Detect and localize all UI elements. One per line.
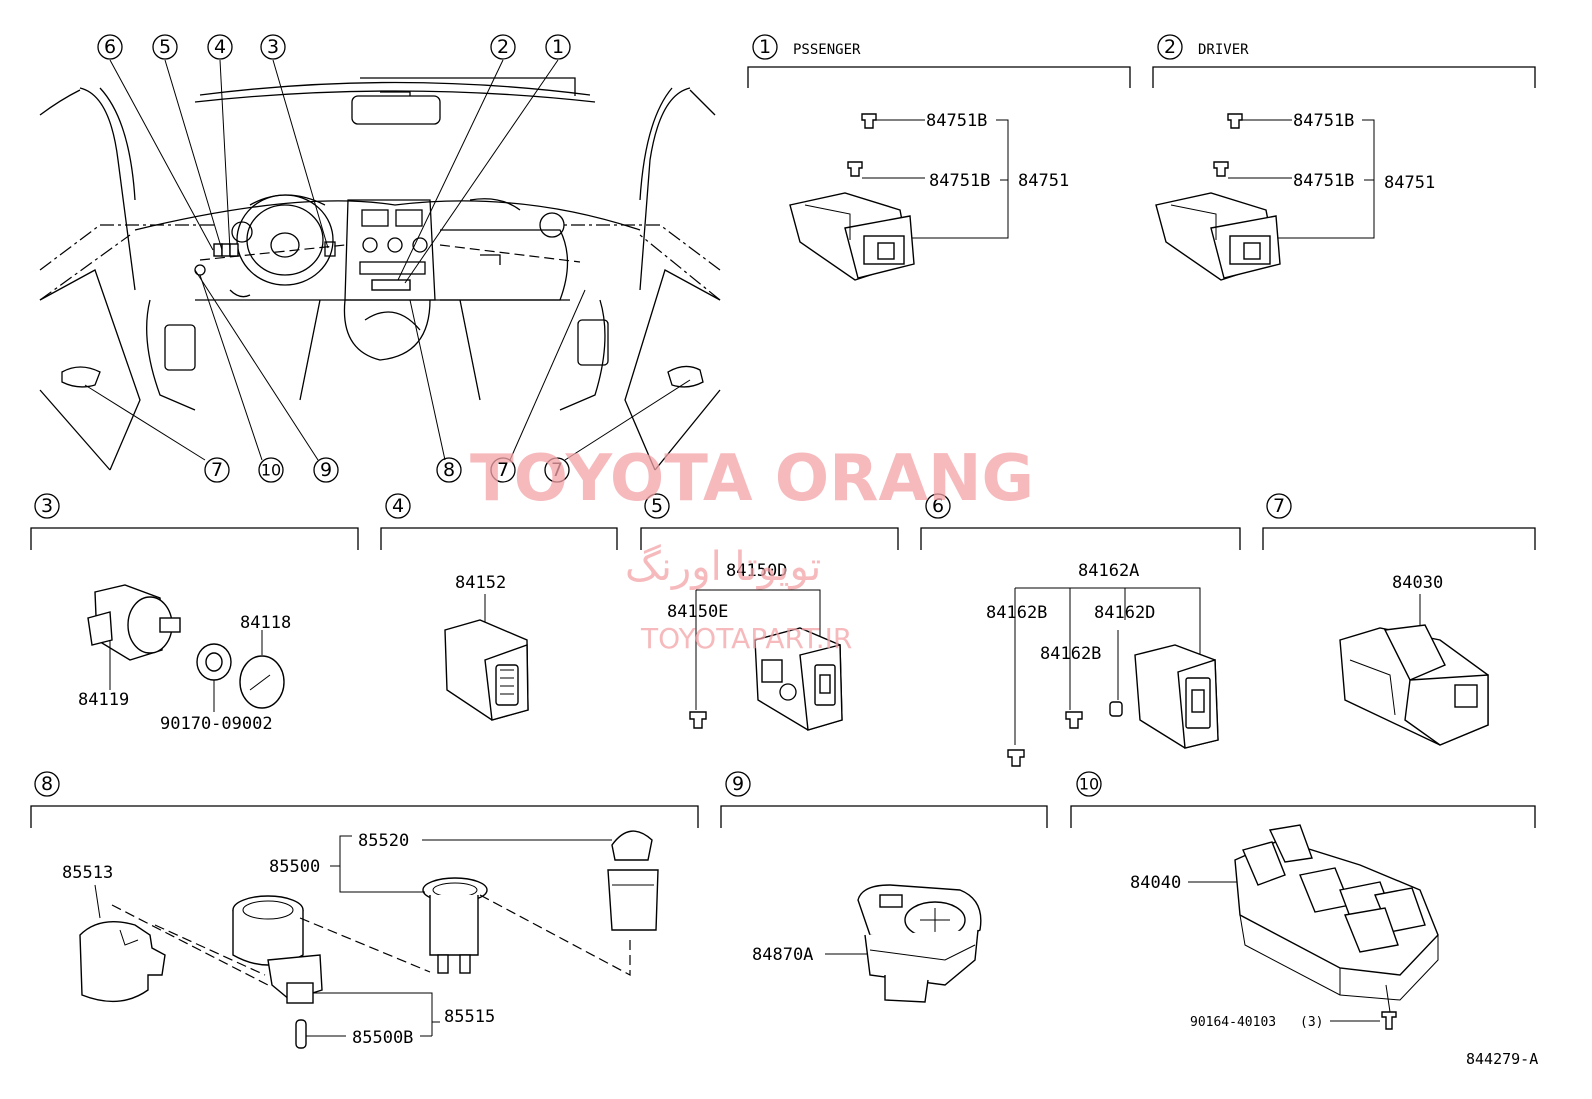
svg-text:84751: 84751	[1018, 171, 1069, 191]
interior-overview	[39, 59, 721, 471]
svg-text:(3): (3)	[1300, 1015, 1323, 1030]
svg-text:85513: 85513	[62, 863, 113, 883]
callout-6: 6	[97, 34, 123, 60]
svg-text:1: 1	[552, 36, 564, 58]
svg-text:DRIVER: DRIVER	[1198, 42, 1249, 58]
svg-text:10: 10	[261, 461, 281, 480]
callout-9: 9	[313, 457, 339, 483]
svg-text:PSSENGER: PSSENGER	[793, 42, 861, 58]
section-7: 7 84030	[1262, 493, 1536, 746]
svg-text:9: 9	[732, 773, 744, 795]
callout-1: 1	[545, 34, 571, 60]
svg-text:9: 9	[320, 459, 332, 481]
svg-text:84152: 84152	[455, 573, 506, 593]
callout-5: 5	[152, 34, 178, 60]
svg-text:85500: 85500	[269, 857, 320, 877]
overview-callouts: 6 5 4 3 2 1 7 10 9 8 7 7	[97, 34, 571, 483]
svg-text:90164-40103: 90164-40103	[1190, 1015, 1276, 1030]
svg-text:84030: 84030	[1392, 573, 1443, 593]
callout-8: 8	[436, 457, 462, 483]
callout-10: 10	[258, 457, 284, 483]
svg-text:85515: 85515	[444, 1007, 495, 1027]
callout-3: 3	[260, 34, 286, 60]
svg-text:تویوتا اورنگ: تویوتا اورنگ	[625, 544, 821, 590]
svg-text:84162D: 84162D	[1094, 603, 1155, 623]
svg-text:8: 8	[41, 773, 53, 795]
svg-text:4: 4	[214, 36, 226, 58]
watermark: TOYOTA ORANG تویوتا اورنگ TOYOTAPART.IR	[470, 442, 1034, 655]
svg-text:7: 7	[1273, 495, 1285, 517]
section-8: 8 85513 85520 85500	[30, 771, 699, 1049]
section-10: 10 84040 90164-40103 (3)	[1070, 771, 1536, 1030]
svg-text:7: 7	[211, 459, 223, 481]
svg-text:3: 3	[41, 495, 53, 517]
section-2-driver: 2 DRIVER 84751B 84751B 84751	[1152, 34, 1536, 281]
svg-text:84119: 84119	[78, 690, 129, 710]
svg-text:5: 5	[651, 495, 663, 517]
svg-text:84040: 84040	[1130, 873, 1181, 893]
svg-text:7: 7	[497, 459, 509, 481]
svg-text:84150E: 84150E	[667, 602, 728, 622]
callout-2: 2	[490, 34, 516, 60]
svg-text:1: 1	[759, 36, 771, 58]
section-3: 3 84119 84118 90170-09002	[30, 493, 359, 734]
svg-text:7: 7	[551, 459, 563, 481]
svg-text:84751B: 84751B	[929, 171, 990, 191]
svg-text:TOYOTAPART.IR: TOYOTAPART.IR	[640, 622, 852, 655]
svg-text:85500B: 85500B	[352, 1028, 413, 1048]
svg-text:84162A: 84162A	[1078, 561, 1139, 581]
svg-text:90170-09002: 90170-09002	[160, 714, 273, 734]
section-1-passenger: 1 PSSENGER 84751B 84751B 84751	[747, 34, 1131, 281]
callout-7: 7	[204, 457, 230, 483]
svg-text:2: 2	[1164, 36, 1176, 58]
callout-4: 4	[207, 34, 233, 60]
callout-7: 7	[544, 457, 570, 483]
svg-text:6: 6	[104, 36, 116, 58]
svg-text:TOYOTA ORANG: TOYOTA ORANG	[470, 442, 1034, 516]
svg-text:84118: 84118	[240, 613, 291, 633]
drawing-id: 844279-A	[1466, 1050, 1538, 1068]
svg-text:3: 3	[267, 36, 279, 58]
svg-text:84751: 84751	[1384, 173, 1435, 193]
svg-text:84162B: 84162B	[1040, 644, 1101, 664]
callout-7: 7	[490, 457, 516, 483]
svg-text:84162B: 84162B	[986, 603, 1047, 623]
svg-text:4: 4	[392, 495, 404, 517]
svg-text:8: 8	[443, 459, 455, 481]
section-6: 6 84162A 84162B 84162D 84162B	[920, 493, 1241, 767]
svg-text:84150D: 84150D	[726, 561, 787, 581]
section-4: 4 84152	[380, 493, 618, 721]
svg-text:6: 6	[932, 495, 944, 517]
svg-text:85520: 85520	[358, 831, 409, 851]
section-5: 5 84150D 84150E	[640, 493, 899, 731]
section-9: 9 84870A	[720, 771, 1048, 1003]
svg-text:84870A: 84870A	[752, 945, 813, 965]
svg-text:2: 2	[497, 36, 509, 58]
svg-text:84751B: 84751B	[1293, 111, 1354, 131]
svg-text:10: 10	[1079, 775, 1099, 794]
svg-text:84751B: 84751B	[1293, 171, 1354, 191]
svg-text:5: 5	[159, 36, 171, 58]
svg-text:84751B: 84751B	[926, 111, 987, 131]
